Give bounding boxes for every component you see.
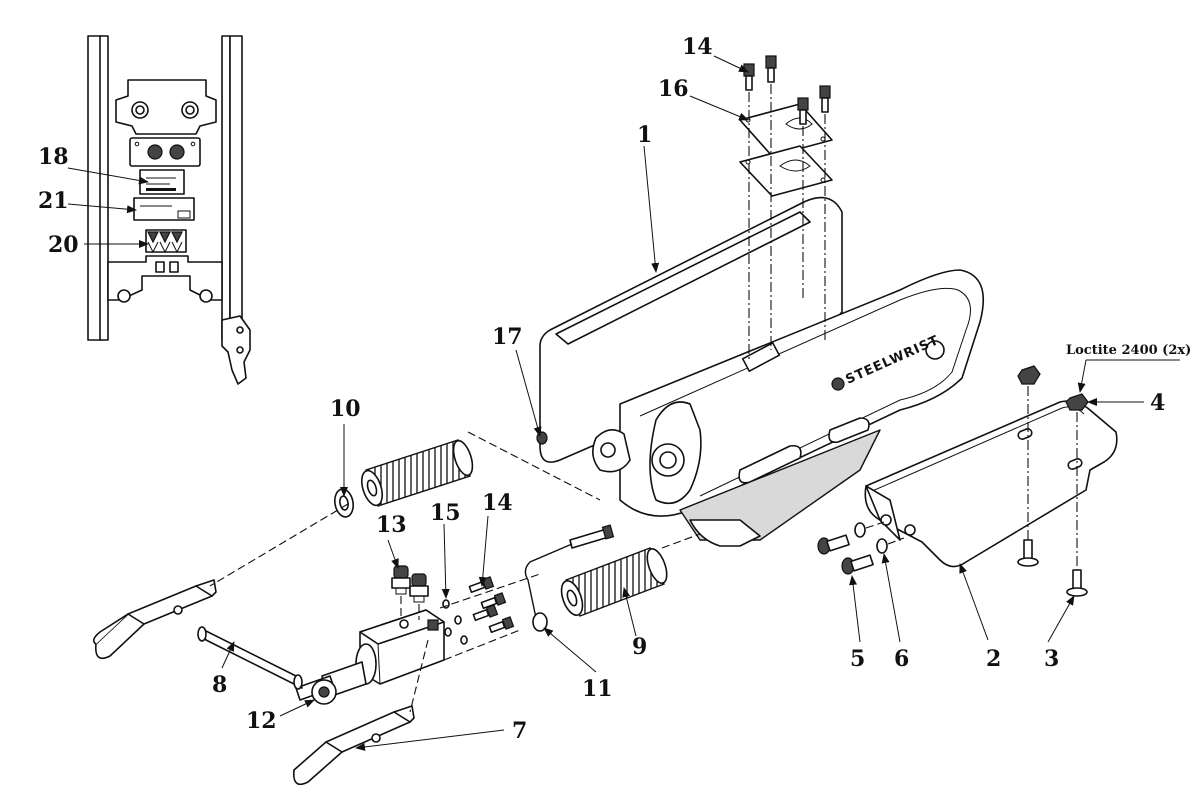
screw-icon (468, 576, 495, 594)
quick-coupler-body: STEELWRIST (539, 196, 984, 547)
side-guard-plate (864, 400, 1118, 568)
callout-10: 10 (330, 396, 361, 422)
spring-lower (560, 547, 668, 617)
screw-icon (797, 97, 809, 125)
top-cover-plates (739, 55, 833, 360)
screw-icon (765, 55, 777, 83)
callout-7: 7 (512, 718, 527, 744)
bolt-icon (1017, 539, 1039, 567)
callout-12: 12 (246, 708, 277, 734)
hydraulic-fittings (391, 565, 429, 620)
spring-upper (360, 439, 474, 507)
loctite-note: Loctite 2400 (2x) (1066, 343, 1191, 358)
callout-21: 21 (38, 188, 69, 214)
bucket-pin-upper (92, 579, 217, 660)
cap-screw-icon (841, 554, 874, 575)
callout-13: 13 (376, 512, 407, 538)
callout-15: 15 (430, 500, 461, 526)
callout-20: 20 (48, 232, 79, 258)
inset-top-view (87, 35, 251, 385)
bucket-pin-lower (292, 705, 415, 786)
callout-16: 16 (658, 76, 689, 102)
callout-17: 17 (492, 324, 523, 350)
washer-icon (442, 599, 468, 645)
callout-6: 6 (894, 646, 909, 672)
locking-pin (524, 524, 615, 632)
washer-icon (854, 522, 888, 554)
callout-18: 18 (38, 144, 69, 170)
callout-14-top: 14 (682, 34, 713, 60)
grease-nipple-icon (536, 431, 548, 445)
screw-icon (480, 592, 507, 610)
bolt-icon (1066, 569, 1088, 597)
callout-1: 1 (637, 122, 652, 148)
fitting-icon (391, 565, 411, 595)
callout-2: 2 (986, 646, 1001, 672)
callout-9: 9 (632, 634, 647, 660)
callout-4: 4 (1150, 390, 1165, 416)
screw-icon (488, 616, 515, 634)
callout-labels: 14 16 1 17 10 18 21 20 13 15 14 9 11 8 1… (38, 34, 1191, 744)
assembly-lines (209, 431, 701, 713)
screw-icon (819, 85, 831, 113)
screw-icon (743, 63, 755, 91)
nut-icon (1065, 393, 1089, 411)
callout-14-mid: 14 (482, 490, 513, 516)
callout-11: 11 (582, 676, 613, 702)
callout-5: 5 (850, 646, 865, 672)
nut-icon (1017, 365, 1041, 385)
fitting-icon (409, 573, 429, 603)
callout-8: 8 (212, 672, 227, 698)
hydraulic-cylinder (295, 609, 445, 705)
screw-icon (472, 604, 499, 622)
cap-screw-icon (817, 534, 850, 555)
leader-lines (67, 55, 1180, 751)
pivot-pin-long (197, 626, 303, 690)
callout-3: 3 (1044, 646, 1059, 672)
